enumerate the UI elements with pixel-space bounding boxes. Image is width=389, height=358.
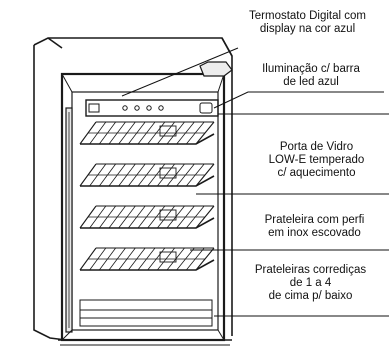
- bottom-tray: [79, 299, 213, 327]
- control-button: [146, 105, 152, 111]
- leader-lines: [121, 47, 389, 317]
- thermostat-module: [199, 61, 233, 77]
- wire-shelf: [79, 121, 215, 145]
- door-outer-frame: [60, 72, 226, 342]
- shelf-bracket: [159, 167, 177, 179]
- door-bottom-rail: [61, 329, 225, 341]
- cabinet-right-frame: [221, 37, 233, 336]
- callout-glass-door: Porta de Vidro LOW-E temperado c/ aqueci…: [268, 141, 365, 179]
- cabinet-top-corner: [47, 37, 63, 49]
- bottom-compartment: [79, 299, 213, 327]
- leader-thermostat: [121, 47, 239, 97]
- digital-display: [88, 103, 100, 113]
- control-panel: [85, 99, 219, 117]
- control-button: [122, 105, 128, 111]
- callout-lighting: Iluminação c/ barra de led azul: [262, 63, 360, 88]
- door-top-rail: [61, 73, 225, 93]
- leader-lighting: [213, 91, 384, 109]
- control-button: [158, 105, 164, 111]
- cabinet: [33, 37, 233, 346]
- callout-shelf-trim: Prateleira com perfi em inox escovado: [264, 214, 365, 239]
- wire-shelf: [79, 247, 215, 271]
- shelf-bracket: [159, 125, 177, 137]
- display-strip: [85, 99, 219, 117]
- cabinet-left-side: [33, 45, 67, 341]
- cabinet-top-edge: [33, 37, 233, 57]
- callout-thermostat: Termostato Digital com display na cor az…: [249, 10, 366, 35]
- control-button: [134, 105, 140, 111]
- wire-shelf: [79, 205, 215, 229]
- glass-door: [60, 72, 226, 342]
- callout-sliding-shelves: Prateleiras corrediças de 1 a 4 de cima …: [254, 264, 367, 302]
- shelf-bracket: [159, 251, 177, 263]
- door-glass-pane: [71, 91, 219, 331]
- shelf-bracket: [159, 209, 177, 221]
- wire-shelf: [79, 163, 215, 187]
- thermostat-housing: [199, 61, 233, 77]
- led-bar: [199, 102, 213, 114]
- shelves: [79, 121, 215, 271]
